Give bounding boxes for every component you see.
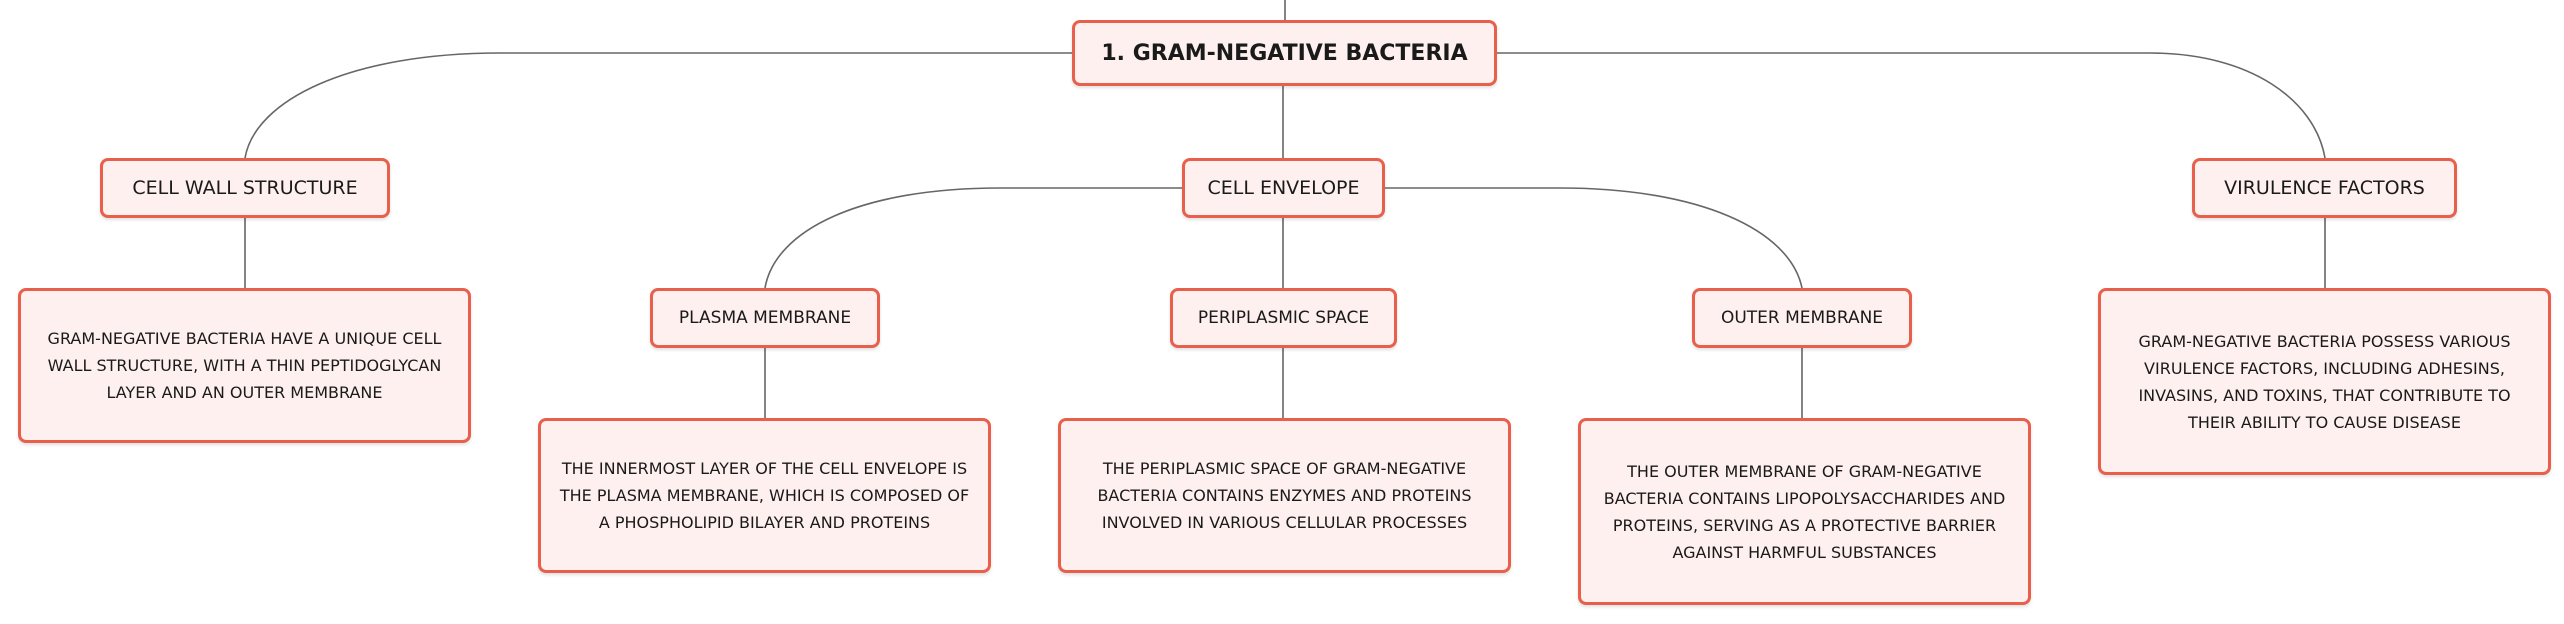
root-node[interactable]: 1. GRAM-NEGATIVE BACTERIA xyxy=(1072,20,1497,86)
virulence-factors-node[interactable]: VIRULENCE FACTORS xyxy=(2192,158,2457,218)
outer-membrane-description-node[interactable]: THE OUTER MEMBRANE OF GRAM-NEGATIVE BACT… xyxy=(1578,418,2031,605)
connector-root-virulence xyxy=(1497,52,2326,159)
plasma-membrane-description-node[interactable]: THE INNERMOST LAYER OF THE CELL ENVELOPE… xyxy=(538,418,991,573)
root-label: 1. GRAM-NEGATIVE BACTERIA xyxy=(1101,40,1468,66)
virulence-factors-description-node[interactable]: GRAM-NEGATIVE BACTERIA POSSESS VARIOUS V… xyxy=(2098,288,2551,475)
periplasmic-space-label: PERIPLASMIC SPACE xyxy=(1197,308,1370,328)
cell-wall-node[interactable]: CELL WALL STRUCTURE xyxy=(100,158,390,218)
plasma-membrane-description: THE INNERMOST LAYER OF THE CELL ENVELOPE… xyxy=(559,459,970,532)
cell-envelope-node[interactable]: CELL ENVELOPE xyxy=(1182,158,1385,218)
cell-envelope-label: CELL ENVELOPE xyxy=(1207,177,1360,199)
outer-membrane-label: OUTER MEMBRANE xyxy=(1720,308,1884,328)
cell-wall-description: GRAM-NEGATIVE BACTERIA HAVE A UNIQUE CEL… xyxy=(47,329,442,402)
plasma-membrane-node[interactable]: PLASMA MEMBRANE xyxy=(650,288,880,348)
outer-membrane-node[interactable]: OUTER MEMBRANE xyxy=(1692,288,1912,348)
outer-membrane-description: THE OUTER MEMBRANE OF GRAM-NEGATIVE BACT… xyxy=(1603,461,2006,562)
plasma-membrane-label: PLASMA MEMBRANE xyxy=(678,308,852,328)
connector-envelope-outer xyxy=(1385,187,1803,289)
virulence-factors-label: VIRULENCE FACTORS xyxy=(2224,177,2425,199)
periplasmic-space-description-node[interactable]: THE PERIPLASMIC SPACE OF GRAM-NEGATIVE B… xyxy=(1058,418,1511,573)
connector-root-cell-wall xyxy=(244,52,1072,159)
periplasmic-space-description: THE PERIPLASMIC SPACE OF GRAM-NEGATIVE B… xyxy=(1097,459,1472,532)
periplasmic-space-node[interactable]: PERIPLASMIC SPACE xyxy=(1170,288,1397,348)
virulence-factors-description: GRAM-NEGATIVE BACTERIA POSSESS VARIOUS V… xyxy=(2138,331,2511,432)
cell-wall-description-node[interactable]: GRAM-NEGATIVE BACTERIA HAVE A UNIQUE CEL… xyxy=(18,288,471,443)
connector-envelope-plasma xyxy=(764,187,1182,289)
cell-wall-label: CELL WALL STRUCTURE xyxy=(132,177,358,199)
